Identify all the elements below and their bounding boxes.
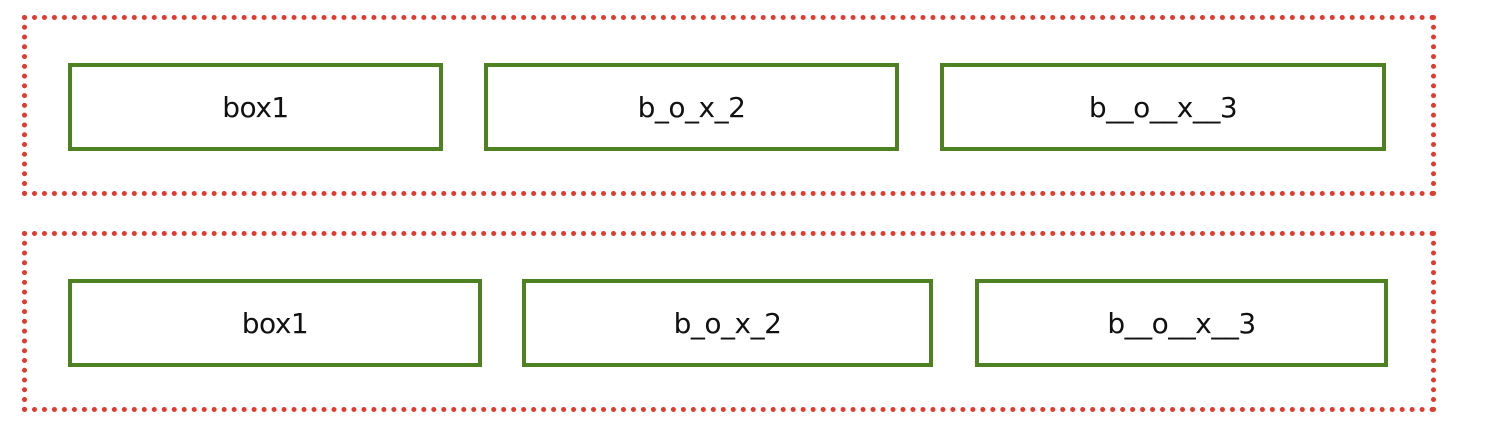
- flex-container-row-1: box1 b_o_x_2 b__o__x__3: [22, 15, 1436, 196]
- box-2: b_o_x_2: [522, 279, 933, 367]
- box-label: b_o_x_2: [637, 90, 746, 124]
- flex-container-row-2: box1 b_o_x_2 b__o__x__3: [22, 231, 1436, 412]
- box-label: b__o__x__3: [1088, 90, 1238, 124]
- box-1: box1: [68, 279, 482, 367]
- box-3: b__o__x__3: [975, 279, 1388, 367]
- box-2: b_o_x_2: [484, 63, 899, 151]
- box-label: box1: [241, 306, 309, 340]
- box-label: b__o__x__3: [1107, 306, 1256, 340]
- box-1: box1: [68, 63, 443, 151]
- box-label: box1: [222, 90, 289, 124]
- box-label: b_o_x_2: [673, 306, 782, 340]
- box-3: b__o__x__3: [940, 63, 1386, 151]
